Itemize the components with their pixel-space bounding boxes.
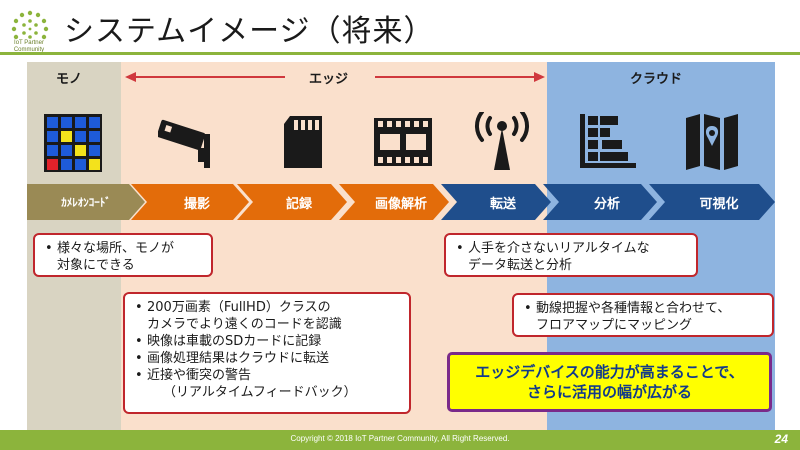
logo-text-line2: Community (13, 47, 45, 53)
step-transfer: 転送 (441, 184, 551, 220)
logo-text-line1: IoT Partner (14, 40, 44, 46)
zone-label-edge: エッジ (303, 68, 355, 87)
zone-label-mono: モノ (56, 72, 83, 87)
sd-card-icon (284, 116, 322, 168)
callout-edge-line1: 200万画素（FullHD）クラスの (133, 299, 401, 316)
step-record: 記録 (237, 184, 347, 220)
callout-edge-line3: 映像は車載のSDカードに記録 (133, 333, 401, 350)
callout-transfer-line1: 人手を介さないリアルタイムな (454, 240, 688, 257)
page-number: 24 (774, 432, 788, 446)
callout-transfer: 人手を介さないリアルタイムな データ転送と分析 (444, 233, 698, 277)
callout-cloud-line2: フロアマップにマッピング (536, 318, 693, 333)
edge-range-arrow (125, 72, 545, 82)
step-visualize: 可視化 (649, 184, 775, 220)
page-title: システムイメージ（将来） (64, 14, 435, 49)
antenna-icon (474, 112, 530, 170)
footer-bar (0, 430, 800, 450)
key-message: エッジデバイスの能力が高まることで、 さらに活用の幅が広がる (447, 352, 772, 412)
title-divider (0, 52, 800, 55)
step-capture: 撮影 (131, 184, 249, 220)
copyright-text: Copyright © 2018 IoT Partner Community, … (290, 434, 510, 443)
callout-mono: 様々な場所、モノが 対象にできる (33, 233, 213, 277)
analytics-chart-icon (580, 114, 636, 168)
key-message-line1: エッジデバイスの能力が高まることで、 (475, 363, 744, 381)
step-analyze: 分析 (543, 184, 657, 220)
callout-mono-line2: 対象にできる (57, 258, 135, 273)
film-strip-icon (374, 118, 432, 166)
iot-partner-logo (11, 10, 49, 40)
callout-edge-features: 200万画素（FullHD）クラスの カメラでより遠くのコードを認識 映像は車載… (123, 292, 411, 414)
callout-transfer-line2: データ転送と分析 (468, 258, 573, 273)
zone-label-cloud: クラウド (630, 72, 683, 87)
logo-text: IoT Partner Community (4, 40, 54, 54)
callout-edge-line6: （リアルタイムフィードバック） (163, 385, 357, 400)
step-image-analysis: 画像解析 (339, 184, 449, 220)
step-colorcode: ｶﾒﾚｵﾝｺｰﾄﾞ (27, 184, 145, 220)
callout-edge-line2: カメラでより遠くのコードを認識 (147, 317, 342, 332)
callout-mono-line1: 様々な場所、モノが (43, 240, 203, 257)
map-icon (686, 114, 738, 170)
color-code-icon (44, 114, 102, 172)
callout-cloud: 動線把握や各種情報と合わせて、 フロアマップにマッピング (512, 293, 774, 337)
callout-edge-line5: 近接や衝突の警告 (133, 367, 401, 384)
process-flow: ｶﾒﾚｵﾝｺｰﾄﾞ 撮影 記録 画像解析 転送 分析 可視化 (27, 184, 787, 220)
callout-edge-line4: 画像処理結果はクラウドに転送 (133, 350, 401, 367)
security-camera-icon (158, 119, 210, 168)
callout-cloud-line1: 動線把握や各種情報と合わせて、 (522, 300, 764, 317)
key-message-line2: さらに活用の幅が広がる (526, 383, 692, 401)
